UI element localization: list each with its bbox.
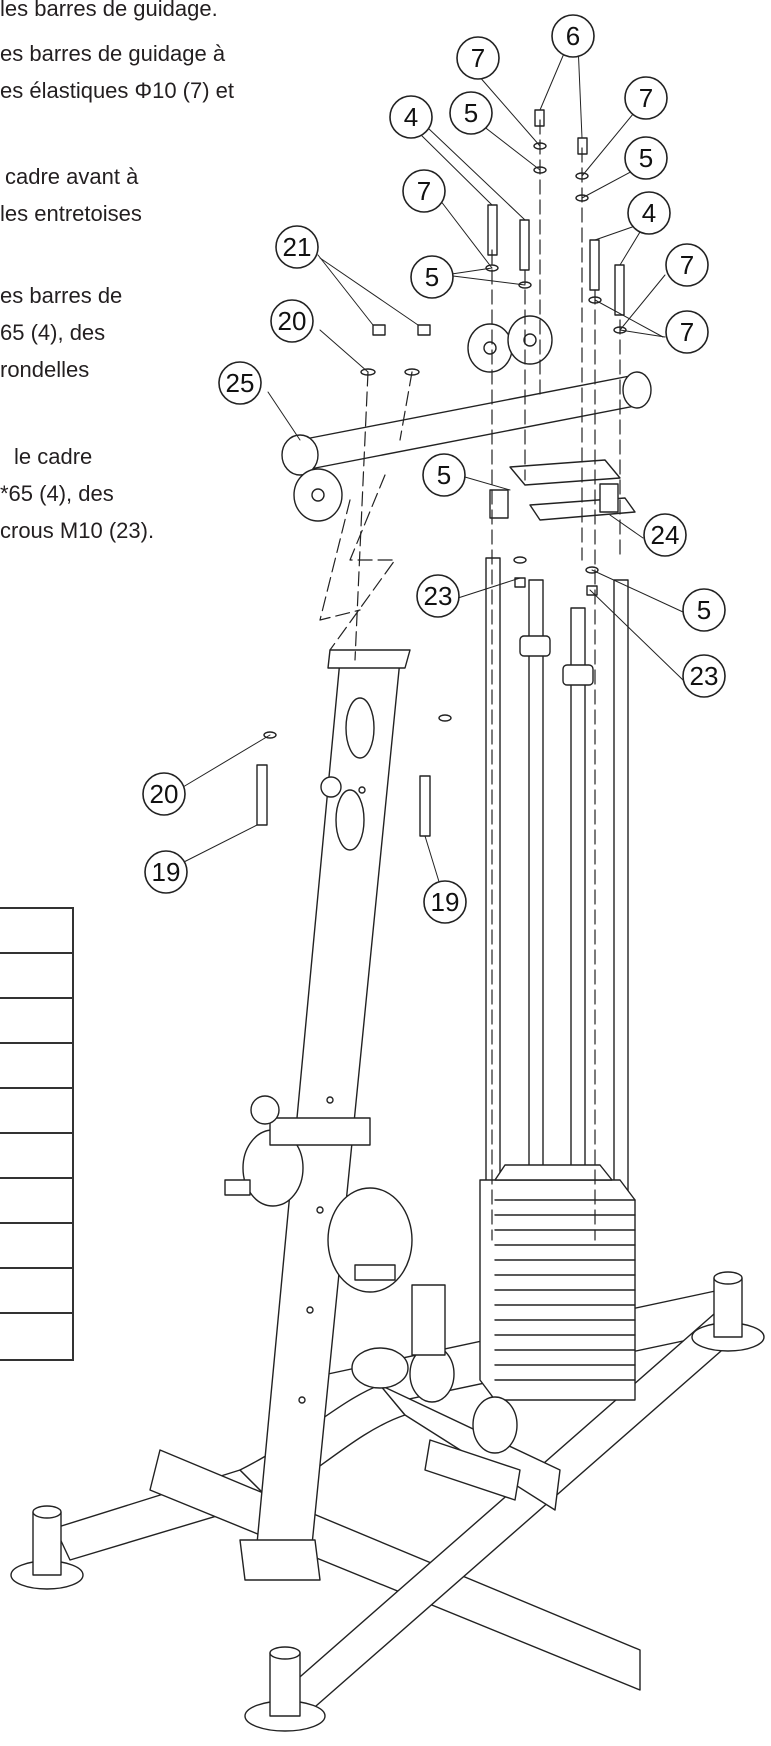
svg-text:19: 19	[431, 887, 460, 917]
svg-text:20: 20	[278, 306, 307, 336]
top-cross-beam	[281, 315, 652, 522]
svg-text:7: 7	[639, 83, 653, 113]
callout-20: 20	[270, 299, 314, 343]
instruction-line: rondelles	[0, 357, 90, 382]
callout-19: 19	[144, 850, 188, 894]
svg-text:7: 7	[680, 317, 694, 347]
explode-lines	[319, 119, 621, 1241]
callout-7: 7	[402, 169, 446, 213]
table-row	[0, 1179, 72, 1224]
callout-4: 4	[627, 191, 671, 235]
svg-text:7: 7	[471, 43, 485, 73]
svg-text:21: 21	[283, 232, 312, 262]
svg-text:4: 4	[404, 102, 418, 132]
lower-pulleys	[351, 1284, 521, 1501]
parts-table	[0, 907, 74, 1361]
callout-5: 5	[624, 136, 668, 180]
svg-text:5: 5	[437, 460, 451, 490]
svg-text:5: 5	[639, 143, 653, 173]
callout-21: 21	[275, 225, 319, 269]
instruction-line: cadre avant à	[5, 164, 139, 189]
callout-5: 7	[665, 310, 709, 354]
callout-23: 23	[416, 574, 460, 618]
table-row	[0, 1089, 72, 1134]
foot-pads	[10, 1271, 765, 1732]
svg-text:5: 5	[425, 262, 439, 292]
svg-text:23: 23	[424, 581, 453, 611]
instruction-line: es élastiques Φ10 (7) et	[0, 78, 235, 103]
callout-6: 6	[551, 14, 595, 58]
callout-5: 5	[449, 91, 493, 135]
instruction-line: *65 (4), des	[0, 481, 114, 506]
instruction-line: les barres de guidage.	[0, 0, 218, 21]
table-row	[0, 1044, 72, 1089]
callout-24: 24	[643, 513, 687, 557]
callout-19: 19	[423, 880, 467, 924]
weight-stack	[479, 1164, 636, 1401]
callout-7: 7	[456, 36, 500, 80]
svg-text:5: 5	[697, 595, 711, 625]
svg-text:4: 4	[642, 198, 656, 228]
svg-text:5: 5	[464, 98, 478, 128]
callout-5: 5	[422, 453, 466, 497]
instruction-line: es barres de guidage à	[0, 41, 226, 66]
fasteners	[256, 109, 627, 837]
callout-20: 20	[142, 772, 186, 816]
top-bracket	[489, 459, 636, 521]
callout-7: 7	[624, 76, 668, 120]
svg-text:25: 25	[226, 368, 255, 398]
table-row	[0, 1134, 72, 1179]
leader-lines	[177, 43, 684, 886]
table-row	[0, 1224, 72, 1269]
svg-text:20: 20	[150, 779, 179, 809]
callout-4: 4	[389, 95, 433, 139]
table-row	[0, 954, 72, 999]
adjustment-dial	[224, 1095, 413, 1293]
svg-text:19: 19	[152, 857, 181, 887]
svg-text:7: 7	[680, 250, 694, 280]
svg-text:24: 24	[651, 520, 680, 550]
front-frame-post	[239, 649, 411, 1581]
instruction-line: crous M10 (23).	[0, 518, 155, 543]
svg-text:6: 6	[566, 21, 580, 51]
table-row	[0, 999, 72, 1044]
table-row	[0, 1269, 72, 1314]
callout-5: 5	[682, 588, 726, 632]
instruction-line: le cadre	[14, 444, 93, 469]
callout-7: 7	[665, 243, 709, 287]
svg-text:23: 23	[690, 661, 719, 691]
callout-25: 25	[218, 361, 262, 405]
instruction-line: les entretoises	[0, 201, 142, 226]
instruction-line: 65 (4), des	[0, 320, 106, 345]
instruction-line: es barres de	[0, 283, 123, 308]
table-row	[0, 909, 72, 954]
callout-5: 5	[410, 255, 454, 299]
svg-text:7: 7	[417, 176, 431, 206]
callouts: 6 7 7 4 5 5 7 5 4 7 7 21 5 20 25 24 23 5…	[142, 14, 726, 924]
callout-23: 23	[682, 654, 726, 698]
